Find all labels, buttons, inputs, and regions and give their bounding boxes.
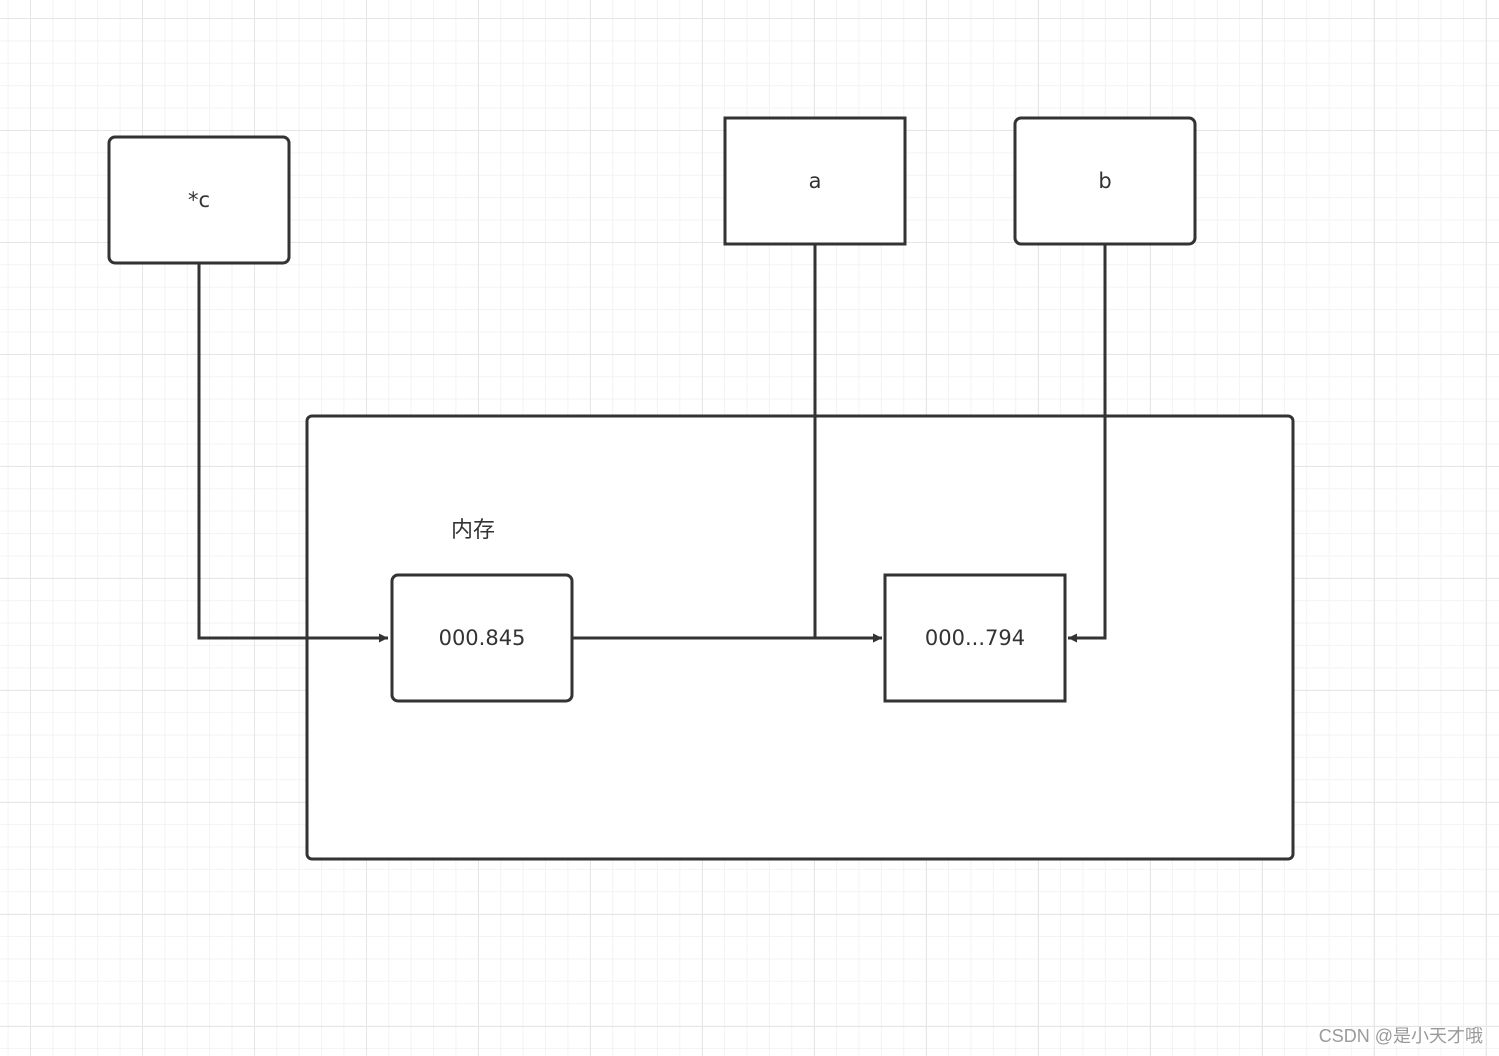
node-var-a[interactable]: a	[723, 116, 907, 246]
memory-label: 内存	[451, 518, 495, 543]
node-c-pointer-label: *c	[188, 188, 210, 212]
node-var-b-label: b	[1098, 169, 1111, 193]
node-addr-845[interactable]: 000.845	[390, 573, 574, 703]
node-c-pointer[interactable]: *c	[107, 135, 291, 265]
node-addr-845-label: 000.845	[439, 626, 526, 650]
node-addr-794-label: 000...794	[925, 626, 1025, 650]
edge-b-to-794	[1068, 244, 1107, 643]
edge-c-to-845	[197, 264, 388, 643]
connectors	[197, 244, 1107, 643]
node-var-a-label: a	[809, 169, 822, 193]
watermark-text: CSDN @是小天才哦	[1319, 1026, 1483, 1046]
node-var-b[interactable]: b	[1013, 116, 1197, 246]
node-addr-794[interactable]: 000...794	[883, 573, 1067, 703]
